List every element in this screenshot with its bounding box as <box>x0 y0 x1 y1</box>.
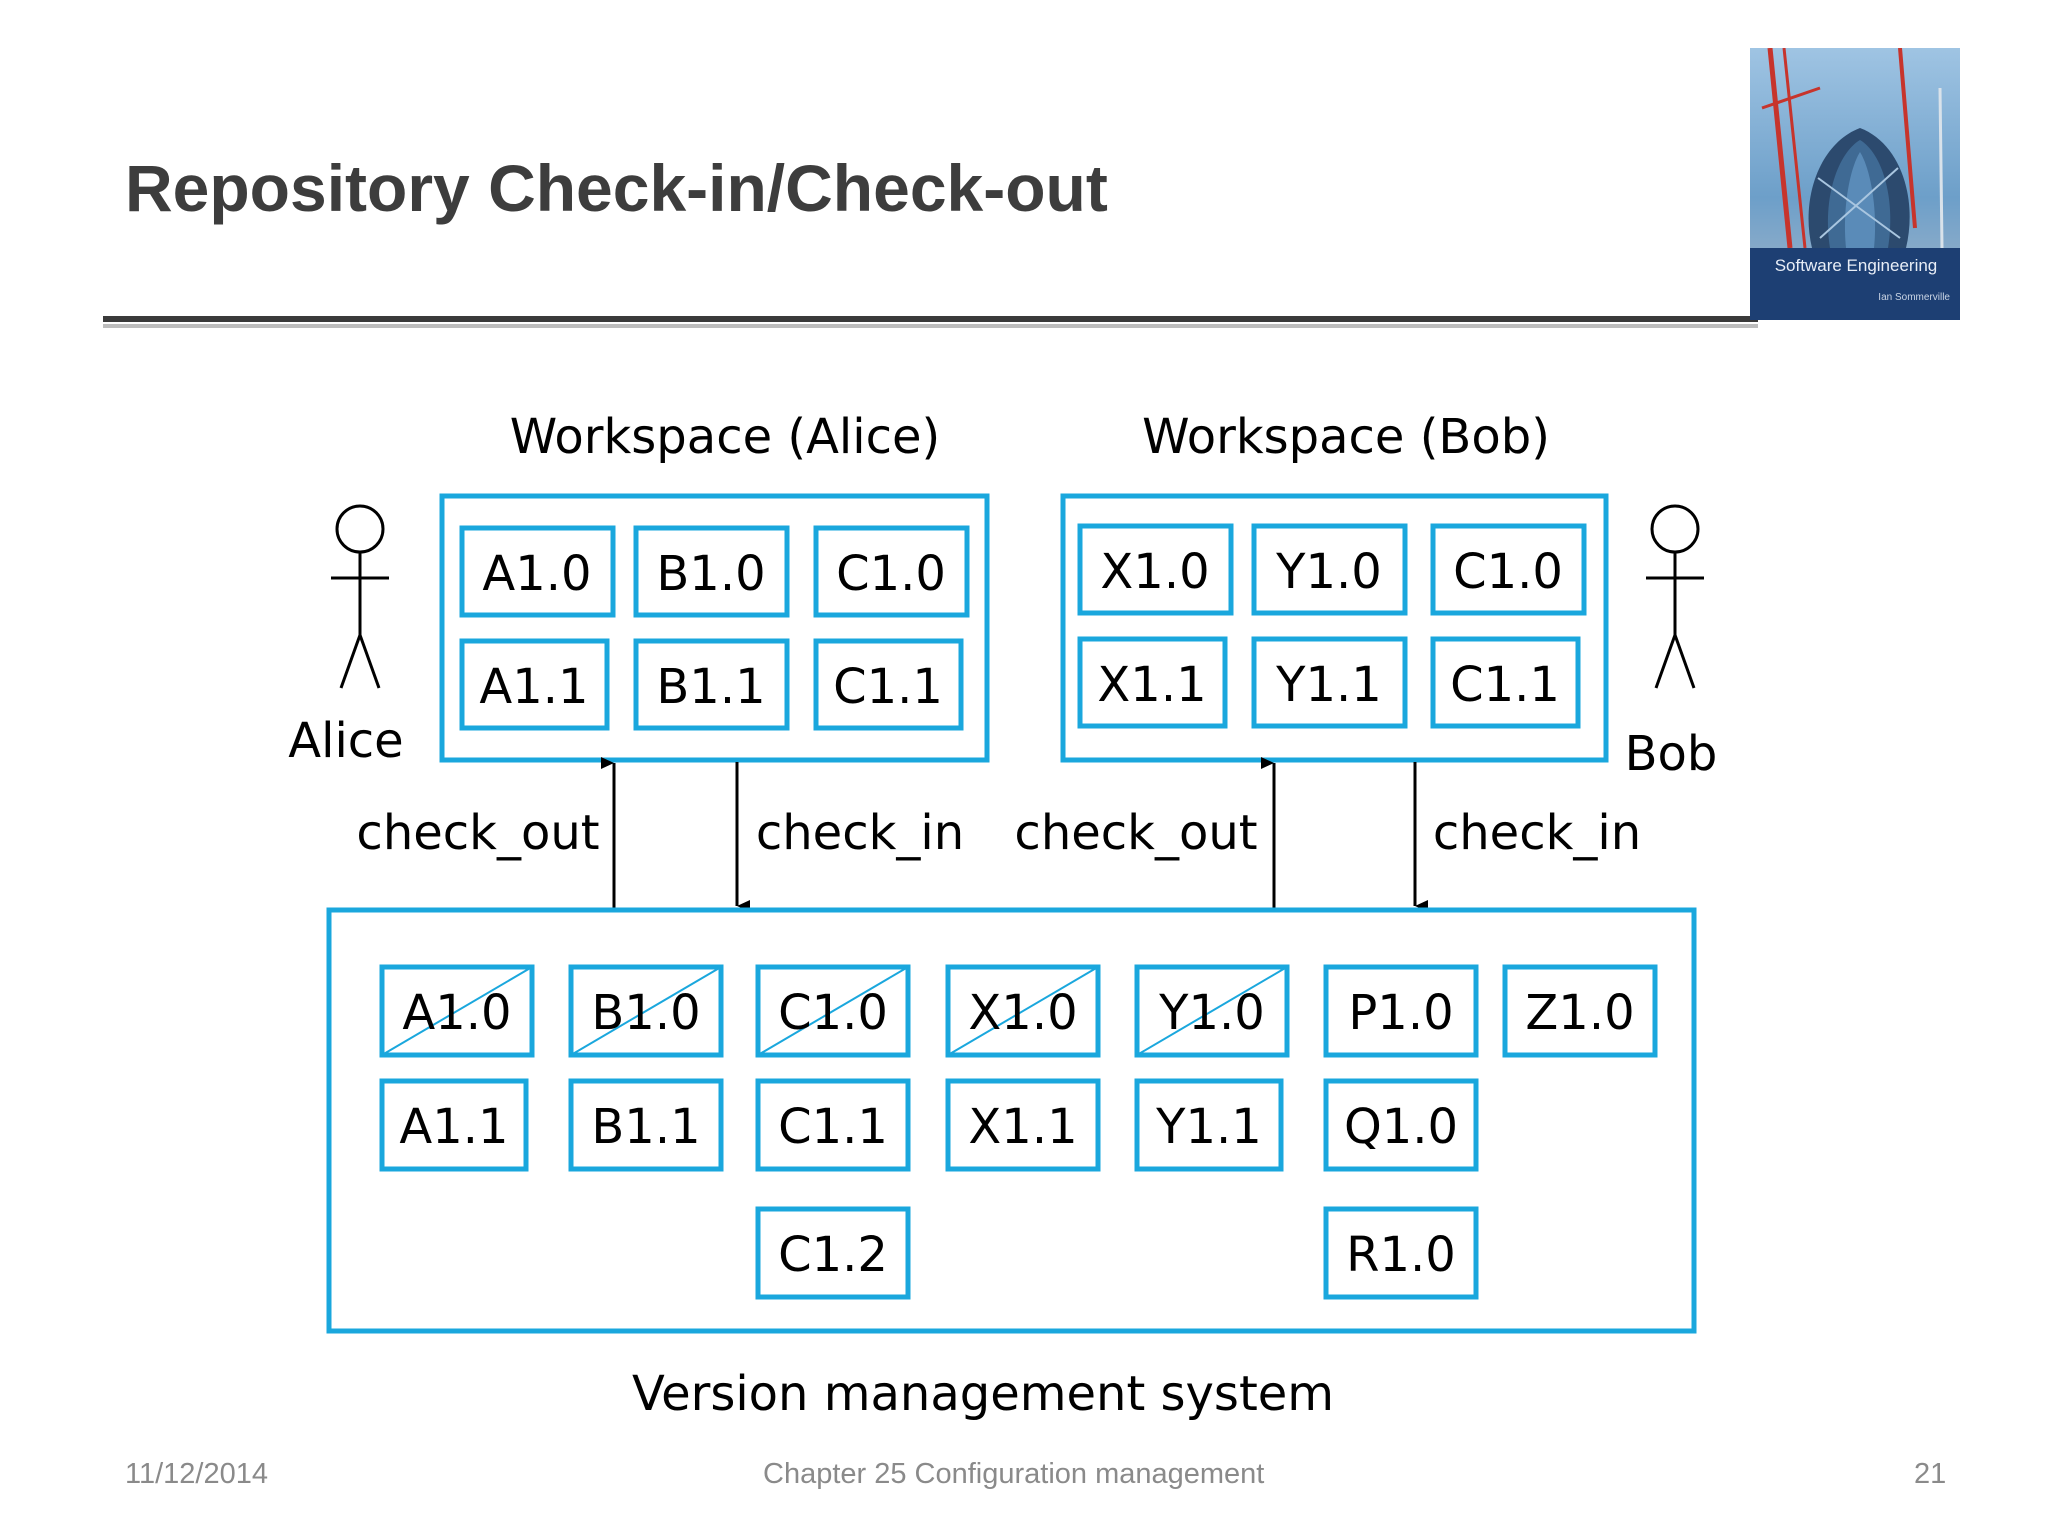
component-label: X1.1 <box>1097 657 1206 713</box>
repository-component-box: P1.0 <box>1323 964 1479 1058</box>
repository-component-box: A1.1 <box>379 1078 529 1172</box>
repository-component-label: R1.0 <box>1346 1227 1456 1283</box>
slide-title: Repository Check-in/Check-out <box>125 151 1108 225</box>
repository-component-box: R1.0 <box>1323 1206 1479 1300</box>
repository-box <box>326 907 1697 1334</box>
component-box: Y1.0 <box>1251 523 1408 616</box>
repository-component-label: X1.0 <box>968 985 1077 1041</box>
component-label: C1.0 <box>1453 544 1563 600</box>
book-cover-image: Software Engineering Ian Sommerville <box>1750 48 1960 320</box>
component-label: Y1.1 <box>1275 657 1382 713</box>
cover-author: Ian Sommerville <box>1878 292 1950 303</box>
alice-stick-figure <box>331 504 389 689</box>
component-box: C1.0 <box>813 525 970 618</box>
superseded-strike-line <box>757 966 909 1056</box>
superseded-strike-line <box>570 966 722 1056</box>
repository-component-label: X1.1 <box>968 1099 1077 1155</box>
component-box: C1.1 <box>1430 636 1581 729</box>
component-label: C1.1 <box>1450 657 1560 713</box>
component-label: B1.0 <box>656 546 765 602</box>
repository-component-label: C1.2 <box>778 1227 888 1283</box>
workspace-alice-label: Workspace (Alice) <box>510 409 941 465</box>
component-box: C1.1 <box>813 638 964 731</box>
repository-component-label: B1.0 <box>591 985 700 1041</box>
repository-component-box: C1.0 <box>755 964 911 1058</box>
superseded-strike-line <box>947 966 1099 1056</box>
repository-component-label: Y1.1 <box>1155 1099 1262 1155</box>
component-box: B1.0 <box>633 525 790 618</box>
component-box: C1.0 <box>1430 523 1587 616</box>
repository-component-box: C1.1 <box>755 1078 911 1172</box>
cover-title-band <box>1750 248 1960 320</box>
repository-component-label: C1.0 <box>778 985 888 1041</box>
repository-component-box: B1.1 <box>568 1078 724 1172</box>
component-box: X1.1 <box>1077 636 1228 729</box>
component-box: Y1.1 <box>1251 636 1408 729</box>
superseded-strike-line <box>1136 966 1288 1056</box>
repository-component-label: A1.1 <box>399 1099 508 1155</box>
repository-component-box: Y1.0 <box>1134 964 1290 1058</box>
repository-component-box: Z1.0 <box>1502 964 1658 1058</box>
footer-page-number: 21 <box>1914 1458 1947 1490</box>
footer-chapter: Chapter 25 Configuration management <box>763 1458 1265 1490</box>
alice-check-out-label: check_out <box>356 805 599 861</box>
repository-component-label: Q1.0 <box>1344 1099 1458 1155</box>
repository-component-label: Y1.0 <box>1158 985 1265 1041</box>
component-label: B1.1 <box>656 659 765 715</box>
bob-check-in-label: check_in <box>1433 805 1641 861</box>
repository-component-label: Z1.0 <box>1525 985 1634 1041</box>
repository-components: A1.0 B1.0 C1.0 X1.0 Y1.0 P1.0 Z1.0A1.1 B1.1 C1.1… <box>379 964 1658 1300</box>
repository-component-label: C1.1 <box>778 1099 888 1155</box>
workspace-bob-label: Workspace (Bob) <box>1142 409 1550 465</box>
repository-component-box: Y1.1 <box>1134 1078 1284 1172</box>
repository-component-box: B1.0 <box>568 964 724 1058</box>
component-box: B1.1 <box>633 638 790 731</box>
repository-component-box: C1.2 <box>755 1206 911 1300</box>
title-rule <box>103 316 1758 322</box>
gherkin-building-art <box>1761 48 1944 249</box>
component-box: A1.1 <box>459 638 610 731</box>
repository-label: Version management system <box>632 1366 1334 1422</box>
workspace-bob-box <box>1060 493 1609 763</box>
repository-component-label: P1.0 <box>1348 985 1453 1041</box>
workspace-alice-box <box>439 493 990 763</box>
bob-stick-figure <box>1646 504 1704 689</box>
repository-component-box: A1.0 <box>379 964 535 1058</box>
repository-component-label: B1.1 <box>591 1099 700 1155</box>
component-label: A1.0 <box>482 546 591 602</box>
repository-component-box: X1.1 <box>945 1078 1101 1172</box>
repository-component-box: X1.0 <box>945 964 1101 1058</box>
component-label: A1.1 <box>479 659 588 715</box>
bob-label: Bob <box>1625 726 1718 782</box>
alice-label: Alice <box>288 713 403 769</box>
repository-component-label: A1.0 <box>402 985 511 1041</box>
title-rule-shadow <box>103 324 1758 328</box>
alice-check-in-label: check_in <box>756 805 964 861</box>
bob-check-out-label: check_out <box>1014 805 1257 861</box>
footer-date: 11/12/2014 <box>125 1458 268 1490</box>
cover-title: Software Engineering <box>1774 256 1938 275</box>
component-label: X1.0 <box>1100 544 1209 600</box>
component-label: Y1.0 <box>1275 544 1382 600</box>
component-box: A1.0 <box>459 525 616 618</box>
component-label: C1.0 <box>836 546 946 602</box>
component-box: X1.0 <box>1077 523 1234 616</box>
component-label: C1.1 <box>833 659 943 715</box>
superseded-strike-line <box>381 966 533 1056</box>
repository-component-box: Q1.0 <box>1323 1078 1479 1172</box>
